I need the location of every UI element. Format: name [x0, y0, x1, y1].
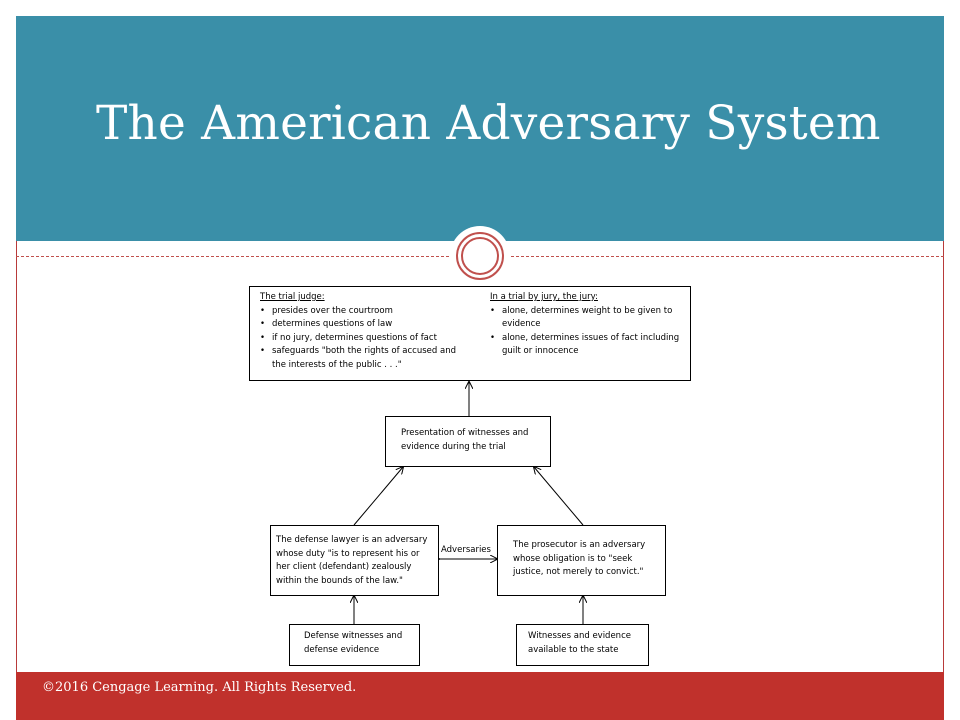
- list-item: if no jury, determines questions of fact: [260, 332, 468, 346]
- jury-section: In a trial by jury, the jury: alone, det…: [490, 291, 680, 359]
- list-item: presides over the courtroom: [260, 305, 468, 319]
- jury-duties-list: alone, determines weight to be given to …: [490, 305, 680, 359]
- prosecutor-box: The prosecutor is an adversary whose obl…: [497, 525, 666, 596]
- footer-bar: ©2016 Cengage Learning. All Rights Reser…: [16, 672, 944, 720]
- judge-section: The trial judge: presides over the court…: [260, 291, 468, 372]
- copyright-text: ©2016 Cengage Learning. All Rights Reser…: [42, 680, 357, 695]
- list-item: safeguards "both the rights of accused a…: [260, 345, 468, 372]
- state-witnesses-text: Witnesses and evidence available to the …: [528, 631, 631, 655]
- list-item: determines questions of law: [260, 318, 468, 332]
- judge-duties-list: presides over the courtroom determines q…: [260, 305, 468, 373]
- presentation-box: Presentation of witnesses and evidence d…: [385, 416, 551, 467]
- circle-emblem-icon: [450, 226, 510, 286]
- emblem-inner-ring: [461, 237, 499, 275]
- verdict-box: The trial judge: presides over the court…: [249, 286, 691, 381]
- jury-heading: In a trial by jury, the jury:: [490, 292, 598, 302]
- slide-title: The American Adversary System: [96, 96, 881, 151]
- title-banner: [16, 16, 944, 241]
- slide-frame-right: [943, 16, 944, 672]
- state-witnesses-box: Witnesses and evidence available to the …: [516, 624, 649, 666]
- arrow-defense-to-presentation: [353, 467, 403, 526]
- slide-frame-left: [16, 16, 17, 672]
- list-item: alone, determines weight to be given to …: [490, 305, 680, 332]
- prosecutor-text: The prosecutor is an adversary whose obl…: [513, 540, 646, 577]
- emblem-outer-ring: [456, 232, 504, 280]
- defense-lawyer-text: The defense lawyer is an adversary whose…: [276, 535, 428, 586]
- list-item: alone, determines issues of fact includi…: [490, 332, 680, 359]
- defense-witnesses-box: Defense witnesses and defense evidence: [289, 624, 420, 666]
- defense-lawyer-box: The defense lawyer is an adversary whose…: [270, 525, 439, 596]
- judge-heading: The trial judge:: [260, 292, 325, 302]
- adversaries-label: Adversaries: [441, 545, 491, 555]
- arrow-prosecutor-to-presentation: [534, 467, 584, 526]
- presentation-text: Presentation of witnesses and evidence d…: [401, 428, 529, 452]
- defense-witnesses-text: Defense witnesses and defense evidence: [304, 631, 403, 655]
